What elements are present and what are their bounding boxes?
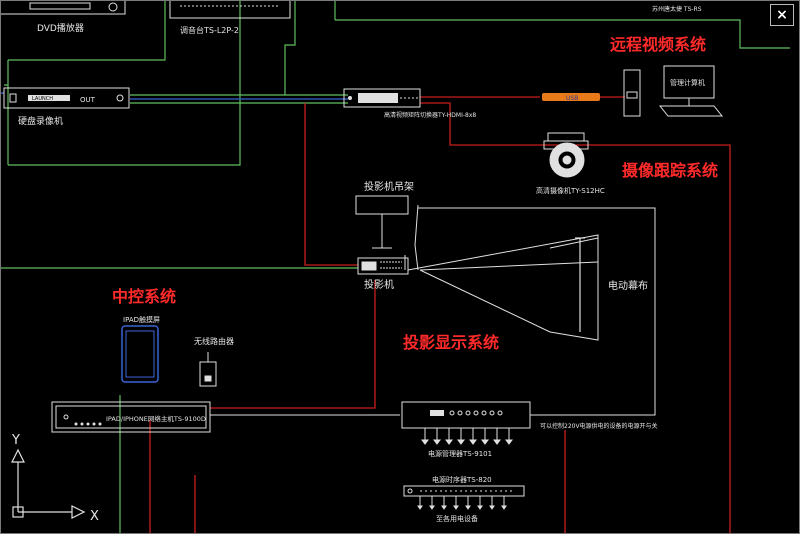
router-icon [199, 352, 217, 387]
dvd-player-label: DVD播放器 [37, 22, 84, 34]
ipad-label: IPAD触摸屏 [123, 315, 160, 324]
white-wiring [210, 204, 656, 416]
power-sequencer[interactable]: 电源时序器TS-820 至各用电设备 [403, 475, 525, 523]
equipment-label: 至各用电设备 [436, 514, 478, 523]
hard-disk-recorder[interactable]: LAUNCH OUT 硬盘录像机 [3, 87, 130, 127]
power-note: 可以控制220V电源供电的设备的电源开与关 [540, 422, 658, 430]
drawing-title-text: 苏州唐太捷 TS-RS [652, 5, 702, 13]
ipad-touch-screen[interactable]: IPAD触摸屏 [121, 315, 160, 383]
motorized-screen[interactable] [575, 237, 585, 332]
camera-icon [543, 132, 589, 178]
audio-mixer[interactable]: 调音台TS-L2P-2 [169, 0, 291, 35]
projector-icon [357, 257, 409, 275]
central-host-label: IPAD/IPHONE网络主机TS-9100D [106, 414, 206, 423]
tablet-icon [121, 325, 159, 383]
recorder-label: 硬盘录像机 [18, 115, 63, 127]
screen-label: 电动幕布 [608, 279, 648, 292]
projection-system-title: 投影显示系统 [403, 333, 499, 352]
power-manager[interactable]: 电源管理器TS-9101 [401, 401, 531, 458]
video-matrix-switcher[interactable]: 高清视频矩阵切换器TY-HDMI-8x8 [343, 88, 476, 119]
mixer-label: 调音台TS-L2P-2 [180, 25, 239, 35]
close-button[interactable]: × [770, 4, 794, 26]
router-label: 无线路由器 [194, 336, 234, 346]
camera-label: 高清摄像机TY-S12HC [536, 186, 605, 195]
hd-camera[interactable]: 高清摄像机TY-S12HC [536, 132, 605, 195]
computer-icon [623, 65, 724, 117]
projector-label: 投影机 [364, 278, 394, 291]
switcher-label: 高清视频矩阵切换器TY-HDMI-8x8 [384, 111, 476, 119]
camera-tracking-title: 摄像跟踪系统 [622, 161, 718, 180]
axis-x-label: X [90, 509, 99, 524]
close-icon: × [776, 7, 788, 23]
projector-mount[interactable] [355, 195, 409, 249]
usb-converter[interactable]: USB [542, 93, 600, 102]
projector-mount-label: 投影机吊架 [364, 180, 414, 193]
wireless-router[interactable]: 无线路由器 [194, 336, 234, 387]
projector[interactable]: 投影机 [357, 257, 409, 291]
dvd-player[interactable]: DVD播放器 [0, 0, 126, 34]
red-wiring [149, 96, 731, 534]
sequencer-label: 电源时序器TS-820 [432, 475, 492, 484]
converter-label: USB [566, 95, 578, 102]
recorder-out-label: OUT [80, 96, 96, 104]
power-manager-label: 电源管理器TS-9101 [428, 449, 492, 458]
axis-y-label: Y [11, 433, 20, 448]
network-control-host[interactable]: IPAD/IPHONE网络主机TS-9100D [51, 401, 211, 433]
central-control-title: 中控系统 [112, 287, 176, 306]
manage-pc-label: 管理计算机 [670, 78, 705, 87]
remote-video-title: 远程视频系统 [610, 35, 706, 54]
recorder-panel-text: LAUNCH [32, 96, 53, 102]
management-computer[interactable]: 管理计算机 [623, 65, 724, 117]
ucs-axis-icon [11, 448, 86, 519]
